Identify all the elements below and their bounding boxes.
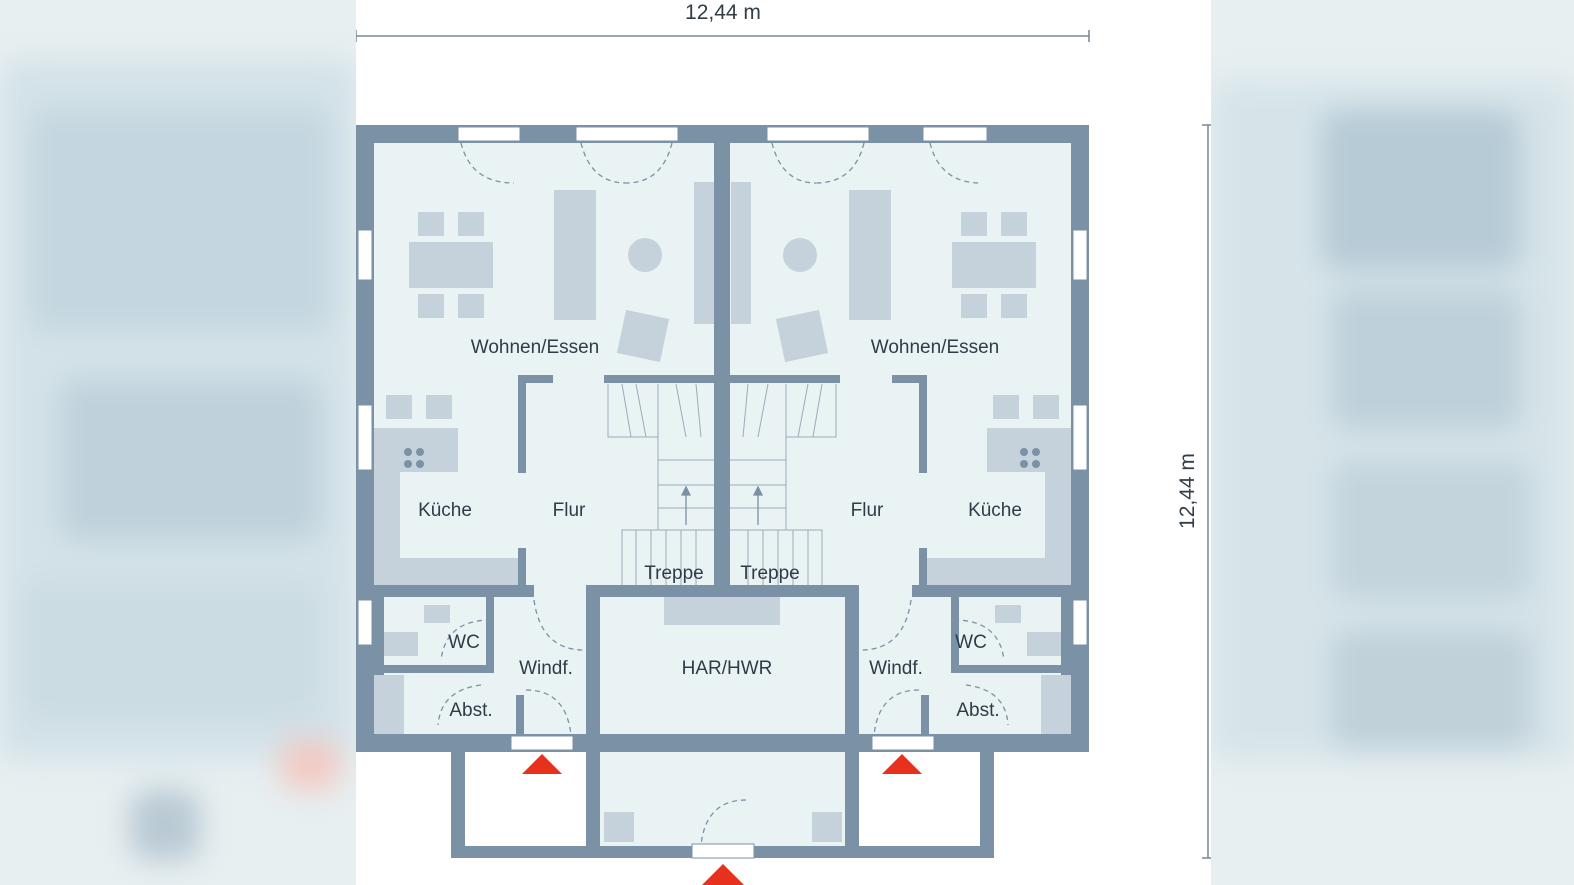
room-label-windf-right: Windf. — [869, 658, 923, 679]
floor-plan-diagram: 12,44 m 12,44 m — [356, 1, 1211, 885]
entrance-markers — [522, 754, 922, 885]
stairs — [607, 383, 837, 585]
room-label-abst-right: Abst. — [956, 700, 999, 721]
width-dimension-line — [356, 30, 1090, 42]
room-label-flur-left: Flur — [553, 500, 586, 521]
door-swings — [437, 142, 1009, 846]
room-label-treppe-left: Treppe — [644, 563, 704, 584]
depth-dimension-label: 12,44 m — [1176, 453, 1199, 529]
room-label-wc-right: WC — [955, 632, 987, 653]
room-label-windf-left: Windf. — [519, 658, 573, 679]
room-label-kueche-left: Küche — [418, 500, 472, 521]
stove-burners — [404, 448, 1040, 468]
stair-arrows — [680, 485, 764, 525]
width-dimension-label: 12,44 m — [685, 1, 761, 24]
room-label-abst-left: Abst. — [449, 700, 492, 721]
room-label-wohnen-left: Wohnen/Essen — [471, 337, 600, 358]
windows — [357, 126, 1088, 859]
depth-dimension-line — [1202, 124, 1211, 859]
room-label-kueche-right: Küche — [968, 500, 1022, 521]
room-label-wohnen-right: Wohnen/Essen — [871, 337, 1000, 358]
room-label-treppe-right: Treppe — [740, 563, 800, 584]
room-label-wc-left: WC — [448, 632, 480, 653]
blurred-background-right — [1211, 0, 1574, 885]
room-label-har-hwr: HAR/HWR — [682, 658, 773, 679]
floor-plan-sheet: 12,44 m 12,44 m — [356, 0, 1211, 885]
blurred-background-left — [0, 0, 356, 885]
furniture — [374, 182, 1071, 842]
room-label-flur-right: Flur — [851, 500, 884, 521]
